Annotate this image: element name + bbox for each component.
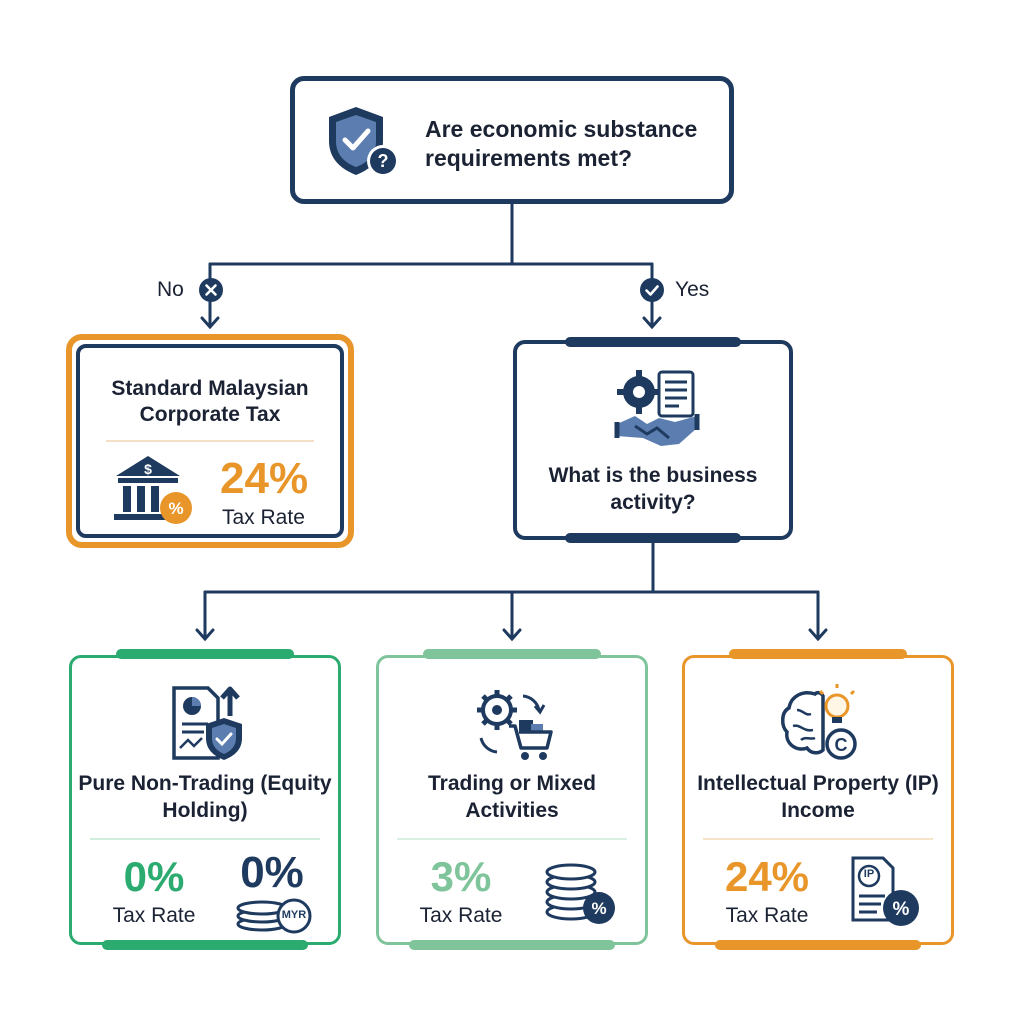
shield-check-question-icon: ? (329, 107, 399, 177)
category-card-trading: Trading or Mixed Activities 3% Tax Rate … (376, 649, 648, 950)
category-rate: 24% (724, 853, 810, 900)
svg-text:C: C (835, 735, 848, 755)
category-card-ip-income: C Intellectual Property (IP) Income 24% … (682, 649, 954, 950)
question-box: ? Are economic substance requirements me… (290, 76, 734, 204)
brain-lightbulb-copyright-icon: C (781, 684, 857, 760)
coin-currency-text: MYR (281, 909, 307, 921)
check-circle-icon (640, 278, 664, 302)
category-rate: 3% (430, 853, 492, 900)
x-circle-icon (199, 278, 223, 302)
no-label: No (157, 278, 184, 301)
box-top-bar (565, 337, 741, 347)
question-title: Are economic substance requirements met? (425, 116, 698, 171)
bank-percent-icon: $ % (114, 456, 192, 524)
svg-text:%: % (168, 499, 183, 518)
divider (106, 440, 314, 442)
svg-text:$: $ (144, 461, 152, 477)
gear-document-handshake-icon (614, 370, 700, 446)
ip-text: IP (863, 868, 875, 880)
category-title: Pure Non-Trading (Equity Holding) (78, 772, 332, 822)
divider (397, 838, 627, 840)
standard-tax-box: Standard Malaysian Corporate Tax $ % 24%… (66, 334, 354, 548)
standard-tax-rate: 24% (220, 454, 309, 503)
category-rate-label: Tax Rate (112, 904, 196, 927)
business-activity-title: What is the business activity? (548, 464, 758, 514)
gears-cart-icon (477, 690, 553, 760)
card-bottom-bar (102, 940, 308, 950)
coins-percent-icon: % (545, 863, 615, 924)
card-top-bar (423, 649, 601, 659)
category-card-non-trading: Pure Non-Trading (Equity Holding) 0% Tax… (69, 649, 341, 950)
standard-tax-rate-label: Tax Rate (222, 506, 305, 529)
card-bottom-bar (715, 940, 921, 950)
standard-tax-inner: Standard Malaysian Corporate Tax $ % 24%… (76, 344, 344, 538)
yes-label: Yes (675, 278, 710, 301)
svg-text:%: % (893, 899, 910, 920)
category-rate-label: Tax Rate (725, 904, 809, 927)
coins-zero-percent-icon: 0% MYR (232, 848, 316, 934)
document-chart-shield-icon (172, 686, 242, 760)
coin-big-text: 0% (240, 848, 304, 897)
svg-text:?: ? (378, 151, 389, 171)
divider (90, 838, 320, 840)
card-bottom-bar (409, 940, 615, 950)
category-rate: 0% (123, 853, 185, 900)
business-activity-box: What is the business activity? (513, 337, 793, 543)
category-title: Intellectual Property (IP) Income (697, 772, 939, 822)
card-top-bar (729, 649, 907, 659)
svg-text:%: % (591, 899, 606, 918)
card-top-bar (116, 649, 294, 659)
divider (703, 838, 933, 840)
box-bottom-bar (565, 533, 741, 543)
standard-tax-title: Standard Malaysian Corporate Tax (111, 377, 309, 426)
ip-document-percent-icon: % IP (849, 854, 927, 930)
category-title: Trading or Mixed Activities (427, 772, 597, 822)
category-rate-label: Tax Rate (419, 904, 503, 927)
